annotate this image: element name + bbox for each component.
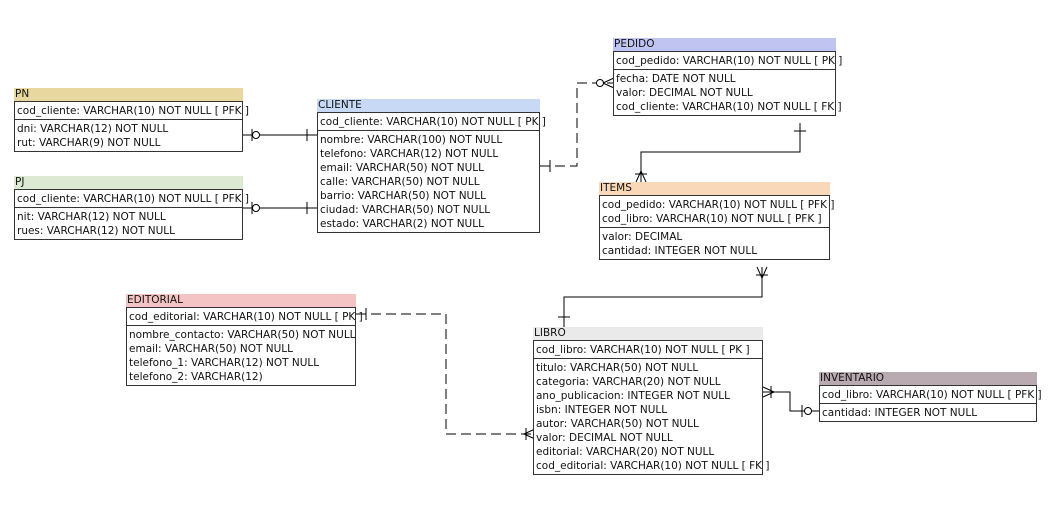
link-pedido-items — [640, 123, 801, 182]
attribute[interactable]: rut: VARCHAR(9) NOT NULL — [17, 137, 161, 149]
key-section: cod_pedido: VARCHAR(10) NOT NULL [ PK ] — [614, 52, 843, 70]
link-pj-cliente-circle — [252, 204, 260, 212]
attribute[interactable]: isbn: INTEGER NOT NULL — [536, 404, 668, 416]
attribute[interactable]: telefono: VARCHAR(12) NOT NULL — [320, 148, 499, 160]
attribute[interactable]: valor: DECIMAL NOT NULL — [616, 87, 753, 99]
key-section: cod_cliente: VARCHAR(10) NOT NULL [ PK ] — [318, 113, 546, 131]
attribute[interactable]: categoria: VARCHAR(20) NOT NULL — [536, 376, 721, 388]
attribute[interactable]: titulo: VARCHAR(50) NOT NULL — [536, 362, 699, 374]
link-items-libro-crow1 — [756, 266, 763, 279]
attribute[interactable]: email: VARCHAR(50) NOT NULL — [129, 343, 294, 355]
attribute[interactable]: autor: VARCHAR(50) NOT NULL — [536, 418, 699, 430]
attribute-section: nombre: VARCHAR(100) NOT NULL telefono: … — [318, 131, 539, 232]
key-section: cod_pedido: VARCHAR(10) NOT NULL [ PFK ]… — [600, 196, 835, 228]
entity-body: cod_editorial: VARCHAR(10) NOT NULL [ PK… — [126, 307, 363, 386]
attribute[interactable]: cod_editorial: VARCHAR(10) NOT NULL [ FK… — [536, 460, 770, 472]
attribute[interactable]: cantidad: INTEGER NOT NULL — [822, 407, 978, 419]
link-pedido-items-crow1 — [635, 170, 642, 183]
attribute[interactable]: email: VARCHAR(50) NOT NULL — [320, 162, 485, 174]
entity-libro[interactable]: LIBRO cod_libro: VARCHAR(10) NOT NULL [ … — [533, 327, 770, 475]
key-attribute[interactable]: cod_libro: VARCHAR(10) NOT NULL [ PFK ] — [602, 213, 822, 225]
key-attribute[interactable]: cod_editorial: VARCHAR(10) NOT NULL [ PK… — [129, 311, 363, 323]
key-attribute[interactable]: cod_cliente: VARCHAR(10) NOT NULL [ PFK … — [17, 193, 249, 205]
entity-pn[interactable]: PN cod_cliente: VARCHAR(10) NOT NULL [ P… — [14, 88, 249, 152]
link-pn-cliente-circle — [252, 131, 260, 139]
attribute[interactable]: cod_cliente: VARCHAR(10) NOT NULL [ FK ] — [616, 101, 842, 113]
attribute[interactable]: telefono_2: VARCHAR(12) — [129, 371, 263, 383]
link-libro-inventario — [763, 391, 820, 412]
entity-cliente[interactable]: CLIENTE cod_cliente: VARCHAR(10) NOT NUL… — [317, 99, 546, 233]
link-cliente-pedido-crow2 — [602, 82, 615, 89]
attribute[interactable]: editorial: VARCHAR(20) NOT NULL — [536, 446, 715, 458]
key-attribute[interactable]: cod_cliente: VARCHAR(10) NOT NULL [ PK ] — [320, 116, 546, 128]
link-cliente-pedido — [540, 82, 614, 167]
key-section: cod_libro: VARCHAR(10) NOT NULL [ PFK ] — [820, 386, 1042, 404]
entity-title: ITEMS — [599, 182, 830, 195]
key-attribute[interactable]: cod_libro: VARCHAR(10) NOT NULL [ PFK ] — [822, 389, 1042, 401]
attribute[interactable]: ano_publicacion: INTEGER NOT NULL — [536, 390, 730, 402]
entity-inventario[interactable]: INVENTARIO cod_libro: VARCHAR(10) NOT NU… — [819, 372, 1042, 422]
link-libro-inventario-crow2 — [762, 391, 775, 398]
attribute[interactable]: nombre_contacto: VARCHAR(50) NOT NULL — [129, 329, 356, 341]
key-attribute[interactable]: cod_pedido: VARCHAR(10) NOT NULL [ PFK ] — [602, 199, 835, 211]
key-section: cod_cliente: VARCHAR(10) NOT NULL [ PFK … — [15, 102, 249, 120]
entity-title: EDITORIAL — [126, 294, 356, 307]
link-pedido-items-crow2 — [640, 170, 647, 183]
link-items-libro — [563, 267, 763, 327]
entity-title: INVENTARIO — [819, 372, 1037, 385]
attribute[interactable]: dni: VARCHAR(12) NOT NULL — [17, 123, 169, 135]
attribute[interactable]: barrio: VARCHAR(50) NOT NULL — [320, 190, 486, 202]
key-section: cod_cliente: VARCHAR(10) NOT NULL [ PFK … — [15, 190, 249, 208]
entity-body: cod_pedido: VARCHAR(10) NOT NULL [ PFK ]… — [599, 195, 835, 260]
attribute-section: cantidad: INTEGER NOT NULL — [820, 404, 1036, 421]
attribute-section: fecha: DATE NOT NULL valor: DECIMAL NOT … — [614, 70, 842, 115]
attribute-section: titulo: VARCHAR(50) NOT NULL categoria: … — [534, 359, 770, 474]
entity-title: PN — [14, 88, 243, 101]
key-section: cod_editorial: VARCHAR(10) NOT NULL [ PK… — [127, 308, 363, 326]
attribute-section: nombre_contacto: VARCHAR(50) NOT NULL em… — [127, 326, 356, 385]
entity-pj[interactable]: PJ cod_cliente: VARCHAR(10) NOT NULL [ P… — [14, 176, 249, 240]
attribute[interactable]: estado: VARCHAR(2) NOT NULL — [320, 218, 484, 230]
attribute[interactable]: valor: DECIMAL NOT NULL — [536, 432, 673, 444]
attribute[interactable]: nombre: VARCHAR(100) NOT NULL — [320, 134, 503, 146]
attribute-section: dni: VARCHAR(12) NOT NULL rut: VARCHAR(9… — [15, 120, 242, 151]
link-items-libro-crow2 — [761, 266, 768, 279]
entity-title: PJ — [14, 176, 243, 189]
key-attribute[interactable]: cod_cliente: VARCHAR(10) NOT NULL [ PFK … — [17, 105, 249, 117]
entity-body: cod_libro: VARCHAR(10) NOT NULL [ PK ] t… — [533, 340, 770, 475]
attribute-section: nit: VARCHAR(12) NOT NULL rues: VARCHAR(… — [15, 208, 242, 239]
entity-title: PEDIDO — [613, 38, 836, 51]
attribute[interactable]: rues: VARCHAR(12) NOT NULL — [17, 225, 175, 237]
entity-title: CLIENTE — [317, 99, 540, 112]
key-attribute[interactable]: cod_pedido: VARCHAR(10) NOT NULL [ PK ] — [616, 55, 843, 67]
key-attribute[interactable]: cod_libro: VARCHAR(10) NOT NULL [ PK ] — [536, 344, 750, 356]
entity-body: cod_cliente: VARCHAR(10) NOT NULL [ PFK … — [14, 101, 249, 152]
entity-body: cod_cliente: VARCHAR(10) NOT NULL [ PFK … — [14, 189, 249, 240]
key-section: cod_libro: VARCHAR(10) NOT NULL [ PK ] — [534, 341, 762, 359]
attribute[interactable]: calle: VARCHAR(50) NOT NULL — [320, 176, 480, 188]
entity-editorial[interactable]: EDITORIAL cod_editorial: VARCHAR(10) NOT… — [126, 294, 363, 386]
link-cliente-pedido-circle — [596, 79, 604, 87]
attribute[interactable]: cantidad: INTEGER NOT NULL — [602, 245, 758, 257]
attribute[interactable]: fecha: DATE NOT NULL — [616, 73, 736, 85]
attribute[interactable]: valor: DECIMAL — [602, 231, 683, 243]
attribute[interactable]: telefono_1: VARCHAR(12) NOT NULL — [129, 357, 320, 369]
attribute-section: valor: DECIMAL cantidad: INTEGER NOT NUL… — [600, 228, 829, 259]
attribute[interactable]: nit: VARCHAR(12) NOT NULL — [17, 211, 166, 223]
entity-pedido[interactable]: PEDIDO cod_pedido: VARCHAR(10) NOT NULL … — [613, 38, 843, 116]
link-cliente-pedido-crow1 — [602, 77, 615, 84]
link-editorial-libro — [356, 313, 535, 435]
entity-body: cod_cliente: VARCHAR(10) NOT NULL [ PK ]… — [317, 112, 546, 233]
attribute[interactable]: ciudad: VARCHAR(50) NOT NULL — [320, 204, 491, 216]
entity-body: cod_pedido: VARCHAR(10) NOT NULL [ PK ] … — [613, 51, 843, 116]
link-libro-inventario-circle — [804, 407, 812, 415]
entity-items[interactable]: ITEMS cod_pedido: VARCHAR(10) NOT NULL [… — [599, 182, 835, 260]
link-libro-inventario-crow1 — [762, 386, 775, 393]
entity-title: LIBRO — [533, 327, 763, 340]
entity-body: cod_libro: VARCHAR(10) NOT NULL [ PFK ] … — [819, 385, 1042, 422]
